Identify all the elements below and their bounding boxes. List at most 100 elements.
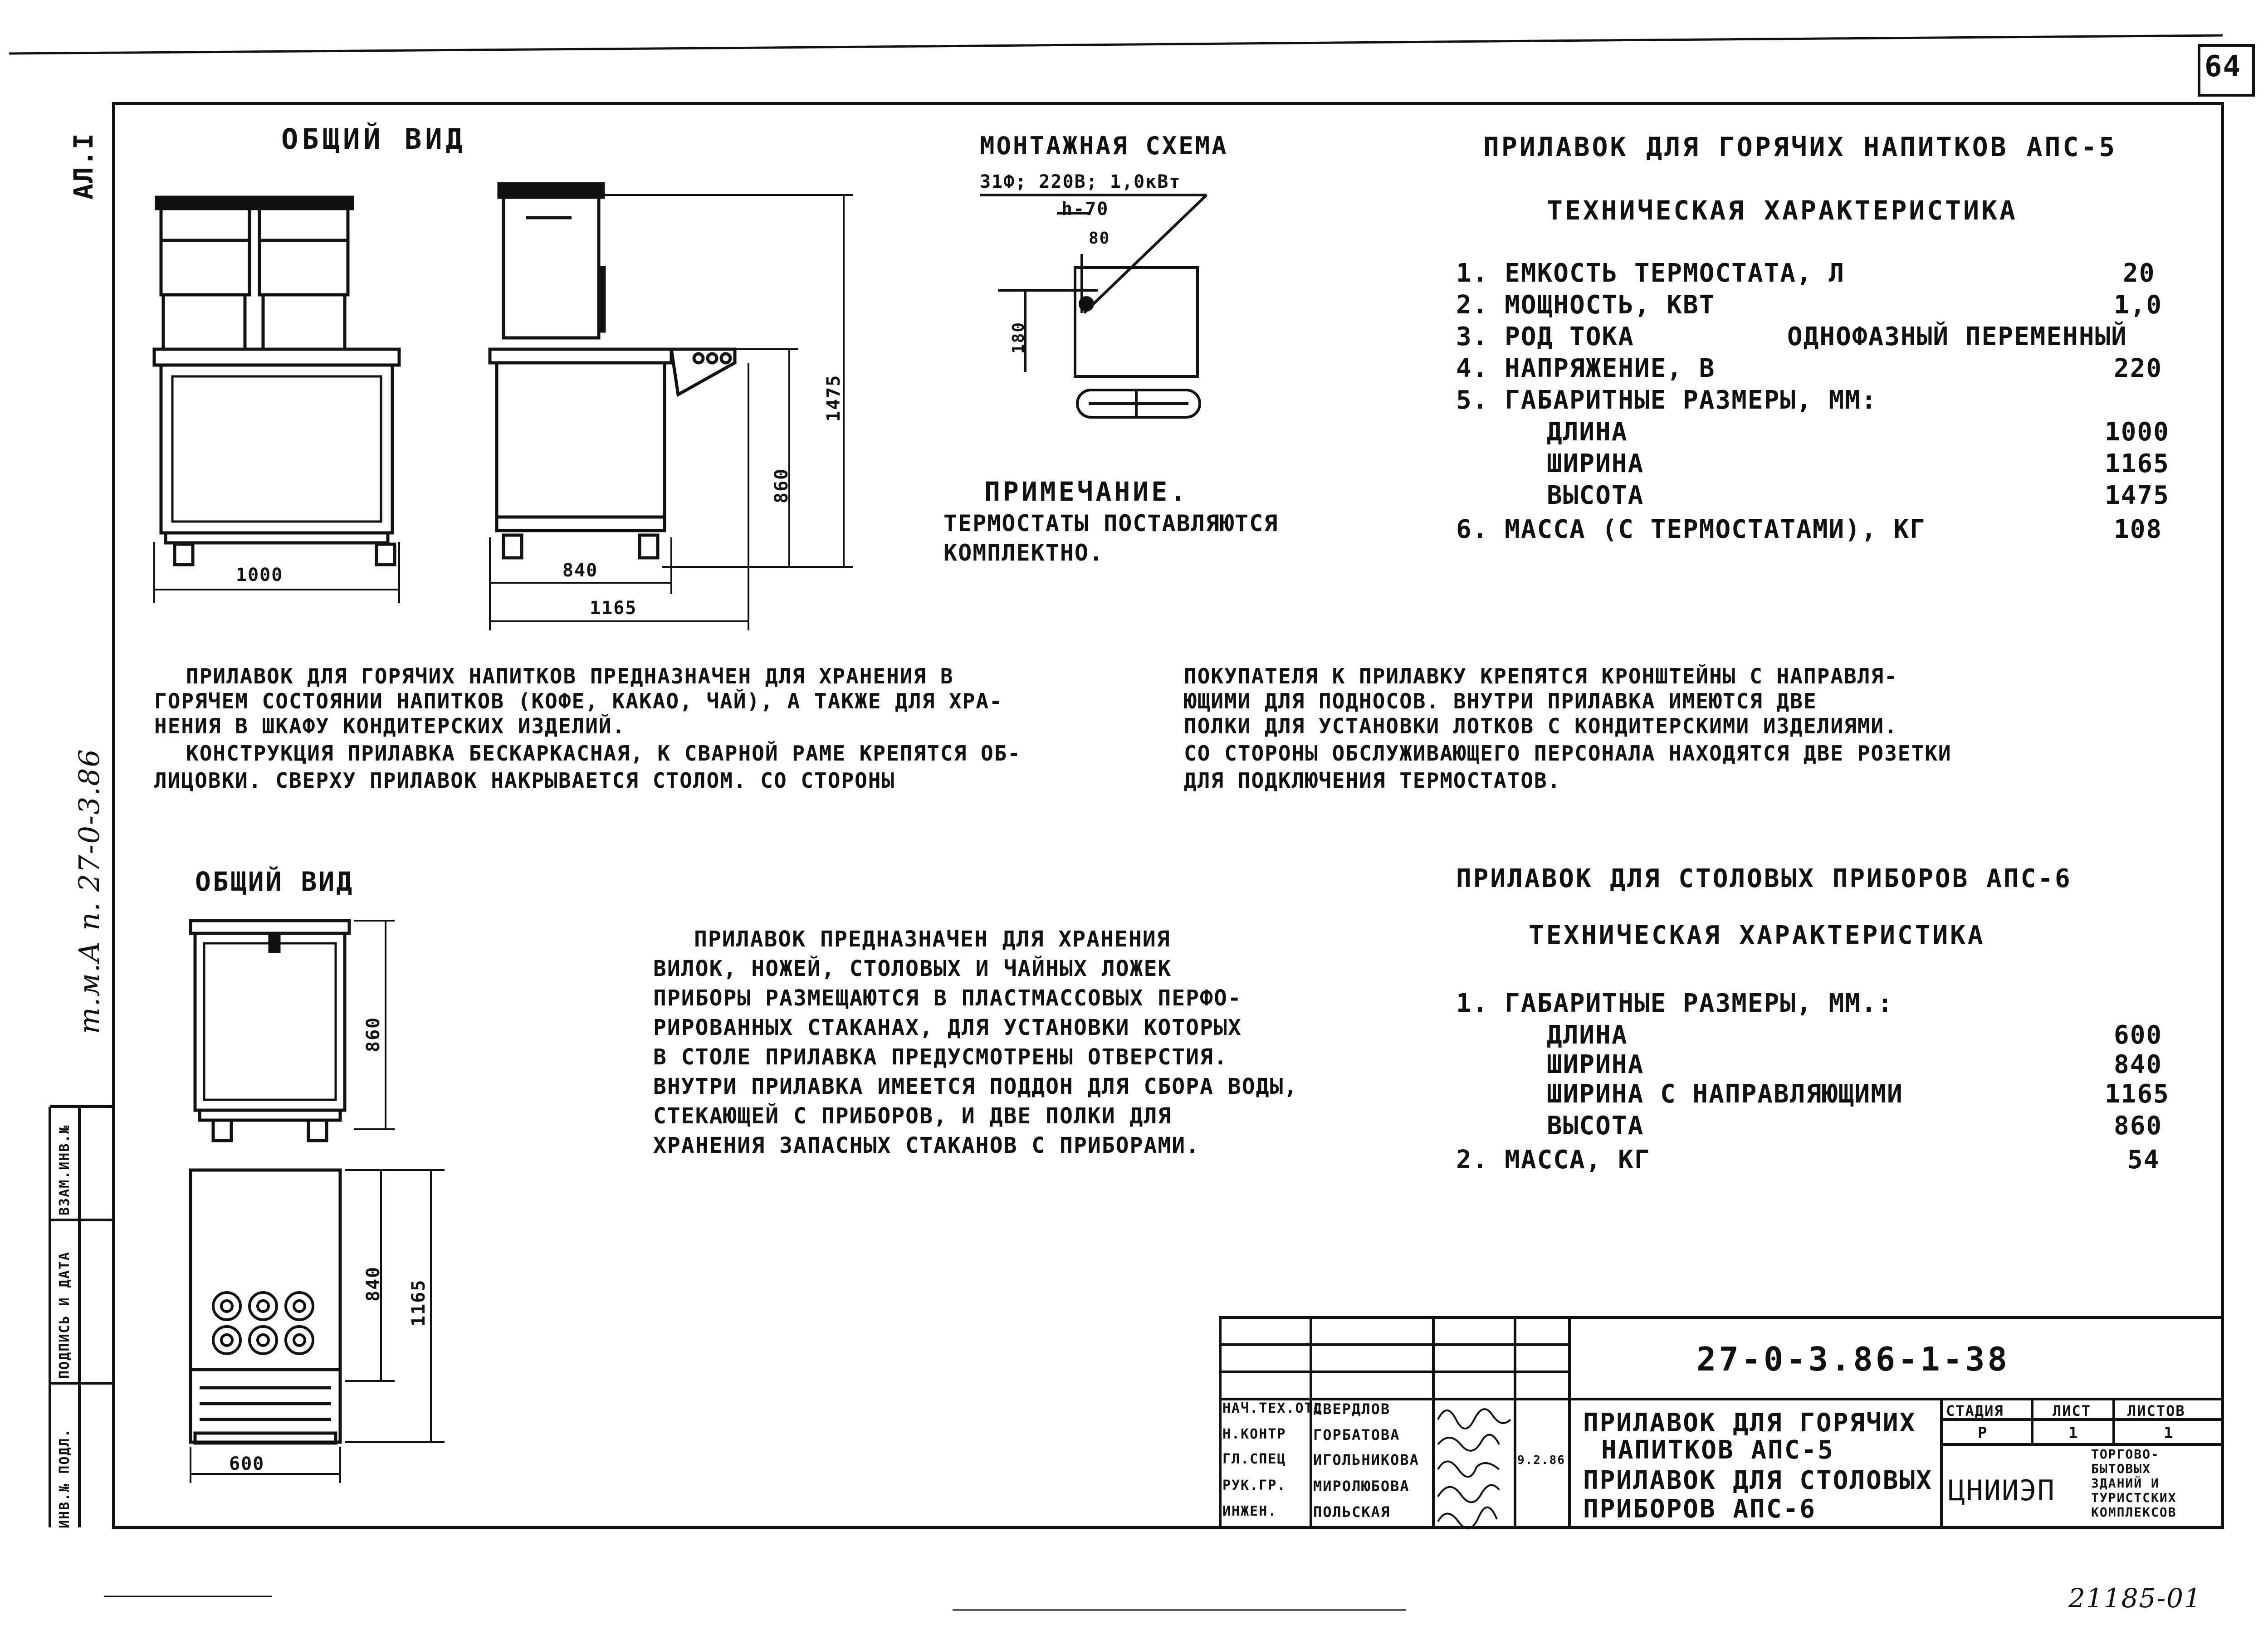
- aps6-spec-width-label: ШИРИНА: [1547, 1050, 1644, 1079]
- aps5-desc-left-1: ПРИЛАВОК ДЛЯ ГОРЯЧИХ НАПИТКОВ ПРЕДНАЗНАЧ…: [186, 664, 954, 688]
- note-line-1: ТЕРМОСТАТЫ ПОСТАВЛЯЮТСЯ: [943, 510, 1279, 537]
- aps6-spec-2-value: 54: [2127, 1145, 2160, 1175]
- department-1: ТОРГОВО-: [2091, 1447, 2160, 1462]
- title-line-2: НАПИТКОВ АПС-5: [1601, 1435, 1835, 1465]
- department-3: ЗДАНИЙ И: [2091, 1476, 2160, 1491]
- aps5-spec-width-value: 1165: [2105, 449, 2170, 478]
- dim-1000: 1000: [236, 565, 284, 585]
- aps6-desc-3: ПРИБОРЫ РАЗМЕЩАЮТСЯ В ПЛАСТМАССОВЫХ ПЕРФ…: [653, 985, 1242, 1011]
- aps5-spec-4-label: 4. НАПРЯЖЕНИЕ, В: [1456, 354, 1716, 383]
- sig-role-2: Н.КОНТР: [1222, 1426, 1286, 1442]
- aps5-desc-left-3: НЕНИЯ В ШКАФУ КОНДИТЕРСКИХ ИЗДЕЛИЙ.: [154, 714, 626, 738]
- aps5-spec-6-value: 108: [2114, 515, 2163, 544]
- sig-name-1: СВЕРДЛОВ: [1313, 1400, 1391, 1418]
- top-edge-line: [9, 34, 2223, 55]
- sig-name-4: МИРОЛЮБОВА: [1313, 1478, 1410, 1495]
- sheets-value: 1: [2164, 1424, 2174, 1442]
- aps6-spec-2-label: 2. МАССА, КГ: [1456, 1145, 1651, 1175]
- sig-role-4: РУК.ГР.: [1222, 1478, 1286, 1493]
- page-number: 64: [2204, 50, 2242, 83]
- aps6-spec-width-guides-label: ШИРИНА С НАПРАВЛЯЮЩИМИ: [1547, 1079, 1903, 1109]
- stage-header: СТАДИЯ: [1946, 1402, 2004, 1419]
- aps5-spec-3-value: ОДНОФАЗНЫЙ ПЕРЕМЕННЫЙ: [1787, 322, 2128, 351]
- aps6-plan-view: [189, 1168, 445, 1483]
- aps6-desc-4: РИРОВАННЫХ СТАКАНАХ, ДЛЯ УСТАНОВКИ КОТОР…: [653, 1015, 1242, 1040]
- aps6-spec-title: ТЕХНИЧЕСКАЯ ХАРАКТЕРИСТИКА: [1529, 921, 1985, 950]
- sig-role-1: НАЧ.ТЕХ.ОТД: [1222, 1400, 1323, 1416]
- note-line-2: КОМПЛЕКТНО.: [943, 540, 1104, 566]
- aps5-desc-left-4: КОНСТРУКЦИЯ ПРИЛАВКА БЕСКАРКАСНАЯ, К СВА…: [186, 741, 1022, 766]
- mounting-scheme-title: МОНТАЖНАЯ СХЕМА: [980, 132, 1228, 160]
- aps5-spec-2-value: 1,0: [2114, 290, 2163, 320]
- aps6-spec-height-value: 860: [2114, 1111, 2163, 1141]
- doc-number: 27-0-3.86-1-38: [1696, 1340, 2010, 1378]
- page-number-box: [2198, 44, 2255, 97]
- aps6-spec-width-guides-value: 1165: [2105, 1079, 2170, 1109]
- sig-name-3: ИГОЛЬНИКОВА: [1313, 1451, 1419, 1468]
- aps5-front-view: [152, 195, 401, 603]
- dim-840: 840: [562, 560, 598, 581]
- aps5-title: ПРИЛАВОК ДЛЯ ГОРЯЧИХ НАПИТКОВ АПС-5: [1483, 132, 2117, 162]
- aps5-desc-right-3: ПОЛКИ ДЛЯ УСТАНОВКИ ЛОТКОВ С КОНДИТЕРСКИ…: [1184, 714, 1898, 738]
- sig-role-5: ИНЖЕН.: [1222, 1503, 1277, 1519]
- sheets-header: ЛИСТОВ: [2127, 1402, 2185, 1419]
- aps5-desc-right-5: ДЛЯ ПОДКЛЮЧЕНИЯ ТЕРМОСТАТОВ.: [1184, 768, 1561, 793]
- sheet-value: 1: [2068, 1424, 2079, 1442]
- department-4: ТУРИСТСКИХ: [2091, 1490, 2177, 1505]
- note-title: ПРИМЕЧАНИЕ.: [984, 476, 1189, 507]
- department-2: БЫТОВЫХ: [2091, 1461, 2151, 1476]
- sheet-header: ЛИСТ: [2053, 1402, 2092, 1419]
- aps6-desc-8: ХРАНЕНИЯ ЗАПАСНЫХ СТАКАНОВ С ПРИБОРАМИ.: [653, 1133, 1200, 1158]
- aps5-spec-4-value: 220: [2114, 354, 2163, 383]
- aps6-desc-6: ВНУТРИ ПРИЛАВКА ИМЕЕТСЯ ПОДДОН ДЛЯ СБОРА…: [653, 1074, 1298, 1099]
- sig-role-3: ГЛ.СПЕЦ: [1222, 1451, 1286, 1467]
- sig-date-3: 9.2.86: [1517, 1454, 1565, 1467]
- aps5-spec-6-label: 6. МАССА (С ТЕРМОСТАТАМИ), КГ: [1456, 515, 1926, 544]
- stage-value: Р: [1978, 1424, 1988, 1442]
- aps6-desc-1: ПРИЛАВОК ПРЕДНАЗНАЧЕН ДЛЯ ХРАНЕНИЯ: [694, 927, 1171, 952]
- aps6-spec-width-value: 840: [2114, 1050, 2163, 1079]
- aps6-general-view-title: ОБЩИЙ ВИД: [195, 866, 354, 897]
- aps5-desc-right-1: ПОКУПАТЕЛЯ К ПРИЛАВКУ КРЕПЯТСЯ КРОНШТЕЙН…: [1184, 664, 1898, 688]
- aps5-desc-left-2: ГОРЯЧЕМ СОСТОЯНИИ НАПИТКОВ (КОФЕ, КАКАО,…: [154, 689, 1003, 713]
- aps6-desc-5: В СТОЛЕ ПРИЛАВКА ПРЕДУСМОТРЕНЫ ОТВЕРСТИЯ…: [653, 1044, 1228, 1070]
- aps6-dim-600: 600: [229, 1454, 265, 1474]
- aps5-spec-length-label: ДЛИНА: [1547, 417, 1628, 447]
- aps5-spec-3-label: 3. РОД ТОКА: [1456, 322, 1634, 351]
- archive-number: 21185-01: [2068, 1583, 2202, 1614]
- sig-name-2: ГОРБАТОВА: [1313, 1426, 1400, 1444]
- aps6-front-view: [189, 919, 395, 1142]
- aps5-spec-title: ТЕХНИЧЕСКАЯ ХАРАКТЕРИСТИКА: [1547, 195, 2018, 226]
- title-block-grid: [1219, 1316, 2224, 1529]
- aps5-spec-width-label: ШИРИНА: [1547, 449, 1644, 478]
- department-5: КОМПЛЕКСОВ: [2091, 1505, 2177, 1520]
- aps5-desc-right-4: СО СТОРОНЫ ОБСЛУЖИВАЮЩЕГО ПЕРСОНАЛА НАХО…: [1184, 741, 1952, 766]
- aps5-spec-1-value: 20: [2123, 259, 2156, 288]
- mounting-scheme: [980, 194, 1208, 419]
- aps6-spec-height-label: ВЫСОТА: [1547, 1111, 1644, 1141]
- aps5-desc-left-5: ЛИЦОВКИ. СВЕРХУ ПРИЛАВОК НАКРЫВАЕТСЯ СТО…: [154, 768, 895, 793]
- aps5-spec-length-value: 1000: [2105, 417, 2170, 447]
- aps5-general-view-title: ОБЩИЙ ВИД: [281, 122, 466, 156]
- mounting-80: 80: [1089, 229, 1110, 248]
- aps5-spec-1-label: 1. ЕМКОСТЬ ТЕРМОСТАТА, Л: [1456, 259, 1845, 288]
- aps5-spec-height-value: 1475: [2105, 481, 2170, 510]
- dim-1165: 1165: [590, 598, 637, 619]
- aps5-spec-height-label: ВЫСОТА: [1547, 481, 1644, 510]
- aps5-side-view: [488, 182, 853, 630]
- aps5-desc-right-2: ЮЩИМИ ДЛЯ ПОДНОСОВ. ВНУТРИ ПРИЛАВКА ИМЕЮ…: [1184, 689, 1817, 713]
- aps6-title: ПРИЛАВОК ДЛЯ СТОЛОВЫХ ПРИБОРОВ АПС-6: [1456, 864, 2072, 893]
- sig-name-5: ПОЛЬСКАЯ: [1313, 1503, 1391, 1521]
- aps6-spec-length-label: ДЛИНА: [1547, 1020, 1628, 1050]
- title-line-3: ПРИЛАВОК ДЛЯ СТОЛОВЫХ: [1583, 1466, 1933, 1495]
- aps6-desc-7: СТЕКАЮЩЕЙ С ПРИБОРОВ, И ДВЕ ПОЛКИ ДЛЯ: [653, 1103, 1172, 1129]
- aps6-desc-2: ВИЛОК, НОЖЕЙ, СТОЛОВЫХ И ЧАЙНЫХ ЛОЖЕК: [653, 956, 1172, 981]
- aps5-spec-2-label: 2. МОЩНОСТЬ, КВТ: [1456, 290, 1716, 320]
- aps6-spec-length-value: 600: [2114, 1020, 2163, 1050]
- sheet-frame: [112, 102, 2224, 1529]
- title-line-1: ПРИЛАВОК ДЛЯ ГОРЯЧИХ: [1583, 1408, 1916, 1438]
- mounting-power: 31Ф; 220В; 1,0кВт: [980, 171, 1181, 192]
